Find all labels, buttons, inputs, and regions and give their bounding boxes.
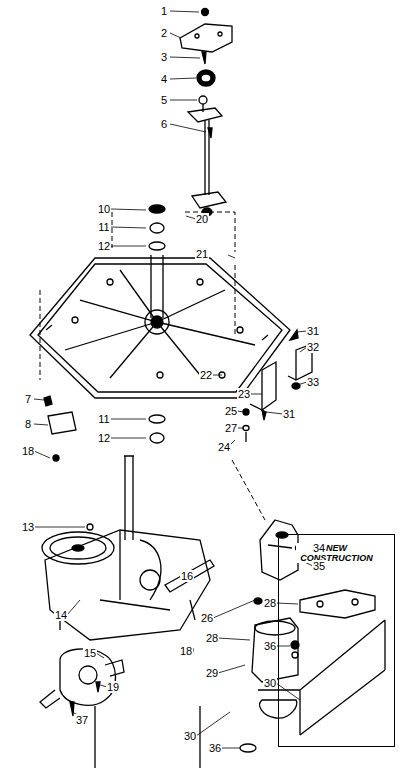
callout-number: 2 bbox=[160, 27, 168, 39]
callout-number: 35 bbox=[312, 560, 326, 572]
callout-number: 30 bbox=[183, 730, 197, 742]
callout-number: 12 bbox=[97, 432, 111, 444]
callout-number: 31 bbox=[282, 408, 296, 420]
motor-brackets bbox=[219, 330, 312, 442]
callout-number: 32 bbox=[306, 341, 320, 353]
callout-number: 11 bbox=[97, 221, 110, 233]
callout-number: 30 bbox=[263, 677, 277, 689]
inset-box: NEW CONSTRUCTION bbox=[278, 534, 395, 747]
motor bbox=[240, 520, 301, 752]
callout-number: 34 bbox=[312, 542, 326, 554]
callout-number: 16 bbox=[180, 570, 194, 582]
new-construction-parts bbox=[291, 590, 385, 735]
base-plate bbox=[30, 205, 290, 461]
callout-number: 7 bbox=[24, 393, 32, 405]
agitator-bracket bbox=[180, 9, 232, 217]
callout-number: 6 bbox=[160, 118, 168, 130]
callout-number: 33 bbox=[306, 376, 320, 388]
callout-number: 3 bbox=[160, 51, 168, 63]
callout-number: 19 bbox=[106, 681, 120, 693]
callout-number: 18 bbox=[21, 445, 35, 457]
callout-number: 25 bbox=[224, 405, 238, 417]
callout-number: 18 bbox=[179, 645, 193, 657]
callout-number: 12 bbox=[97, 240, 111, 252]
callout-number: 27 bbox=[224, 422, 238, 434]
callout-number: 20 bbox=[195, 213, 209, 225]
callout-number: 10 bbox=[97, 203, 111, 215]
callout-number: 4 bbox=[160, 73, 168, 85]
callout-number: 24 bbox=[217, 441, 231, 453]
inset-heading: NEW CONSTRUCTION bbox=[296, 543, 378, 563]
pump bbox=[40, 649, 200, 768]
callout-number: 15 bbox=[83, 647, 97, 659]
callout-number: 29 bbox=[205, 667, 219, 679]
callout-number: 28 bbox=[263, 597, 277, 609]
callout-number: 1 bbox=[160, 5, 168, 17]
callout-number: 8 bbox=[24, 418, 32, 430]
callout-number: 23 bbox=[237, 388, 251, 400]
callout-number: 13 bbox=[21, 521, 35, 533]
transmission bbox=[42, 456, 214, 653]
callout-number: 31 bbox=[306, 325, 320, 337]
callout-number: 37 bbox=[75, 714, 89, 726]
callout-number: 26 bbox=[200, 612, 214, 624]
callout-number: 22 bbox=[199, 369, 213, 381]
callout-number: 21 bbox=[195, 248, 209, 260]
callout-number: 11 bbox=[97, 413, 110, 425]
callout-number: 5 bbox=[160, 94, 168, 106]
callout-number: 14 bbox=[54, 609, 68, 621]
callout-number: 36 bbox=[208, 742, 222, 754]
callout-number: 28 bbox=[205, 632, 219, 644]
callout-number: 36 bbox=[263, 640, 277, 652]
